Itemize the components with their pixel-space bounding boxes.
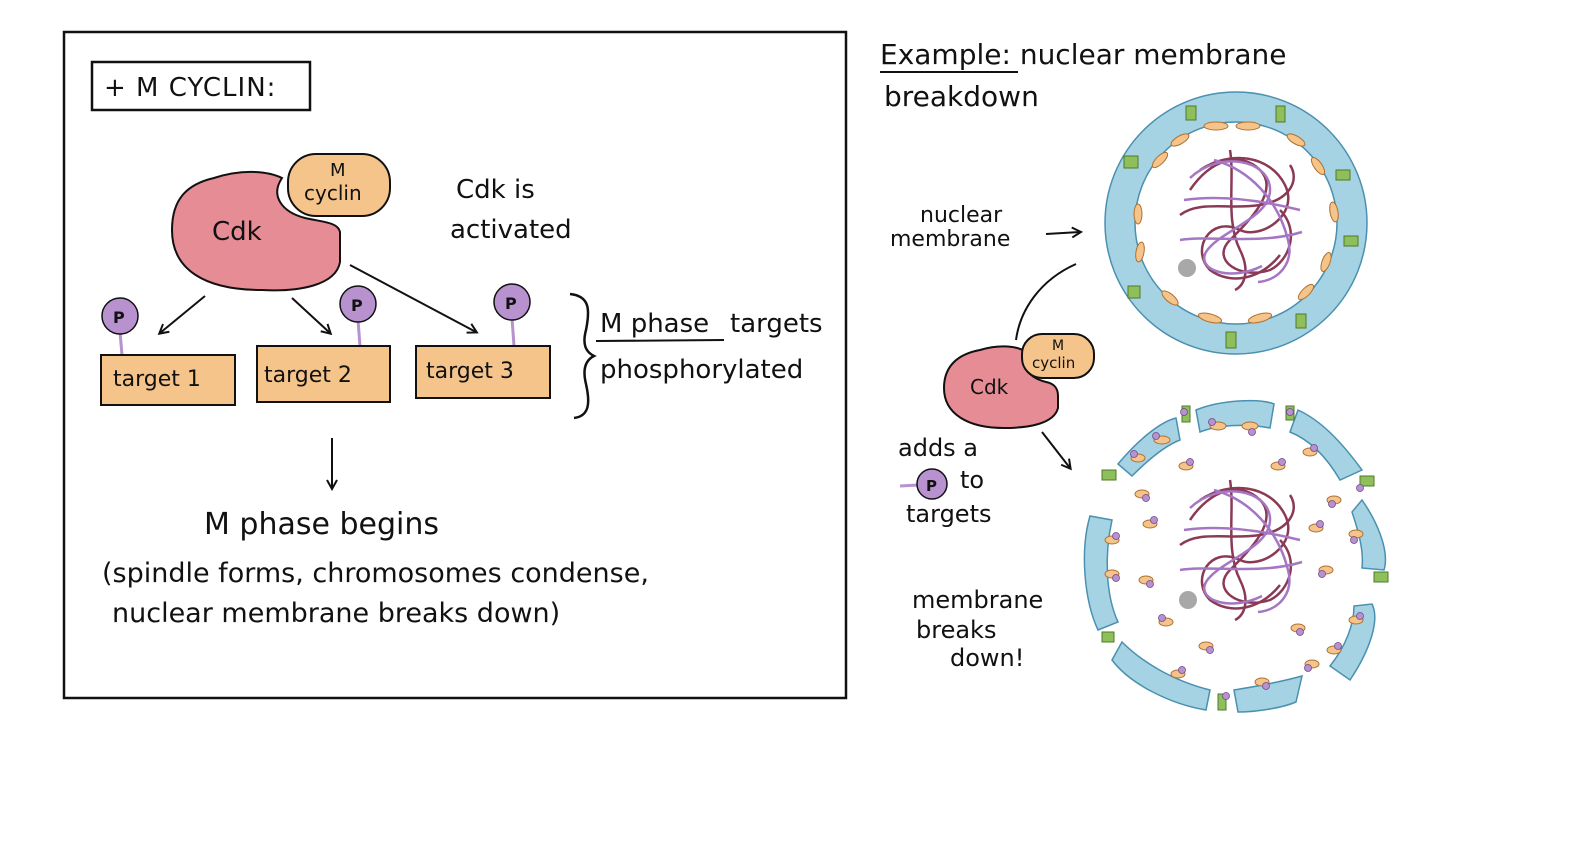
cdk-shape [170,170,341,292]
target-3-label: target 3 [426,359,514,384]
arrow-to-target-3 [349,264,476,332]
nuclear-membrane-arrow [1045,232,1080,234]
target-1-box [100,354,236,406]
phosphate-label-2: P [351,296,363,315]
right-cyclin-label-m: M [1052,338,1064,354]
arrow-to-broken [1041,431,1070,468]
right-cyclin-shape [1021,333,1095,379]
result-line-2: nuclear membrane breaks down) [112,598,560,629]
breaks-text-1: membrane [912,586,1043,614]
arrow-to-target-2 [291,297,330,333]
right-cdk-label: Cdk [970,375,1009,399]
targets-note-mphase: M phase [600,309,709,339]
phosphate-icon-2 [339,285,377,323]
phosphate-stem-2 [356,319,362,347]
header-box [90,60,312,112]
adds-text-2: to [960,466,984,494]
example-title-line2: breakdown [884,80,1039,113]
phosphate-label-3: P [505,294,517,313]
adds-phosphate-stem [899,483,919,488]
example-title-prefix: Example: nuclear membrane [880,38,1286,71]
result-line-1: (spindle forms, chromosomes condense, [102,558,649,589]
adds-phosphate-icon [916,468,948,500]
adds-text-1: adds a [898,434,978,462]
targets-brace [569,292,597,420]
breaks-text-3: down! [950,644,1024,672]
targets-note-underline [595,339,725,342]
broken-nucleus [1083,399,1389,713]
phosphate-stem-3 [510,317,516,347]
target-2-box [256,345,391,403]
intact-nucleus [1104,91,1368,355]
nuclear-membrane-label-2: membrane [890,227,1010,252]
adds-phosphate-label: P [926,477,937,495]
header-label: + M CYCLIN: [104,73,276,103]
right-cyclin-label: cyclin [1032,354,1075,372]
breaks-text-2: breaks [916,616,996,644]
target-3-box [415,345,551,399]
left-panel-frame [62,30,848,700]
targets-note-phosphorylated: phosphorylated [600,355,803,385]
m-cyclin-label: cyclin [304,181,362,205]
m-cyclin-label-m: M [330,160,346,181]
curve-line-top [1015,263,1077,341]
phosphate-icon-1 [101,297,139,335]
adds-text-3: targets [906,500,991,528]
nuclear-membrane-label-1: nuclear [920,203,1003,228]
cdk-label: Cdk [212,217,262,247]
phosphate-label-1: P [113,308,125,327]
activated-text-1: Cdk is [456,175,535,205]
arrow-to-target-1 [160,295,206,333]
activated-text-2: activated [450,215,572,245]
target-2-label: target 2 [264,363,352,388]
target-1-label: target 1 [113,367,201,392]
phosphate-icon-3 [493,283,531,321]
phosphate-stem-1 [118,331,124,356]
result-title: M phase begins [204,507,439,542]
targets-note-targets: targets [730,309,823,339]
m-cyclin-shape [287,153,391,217]
